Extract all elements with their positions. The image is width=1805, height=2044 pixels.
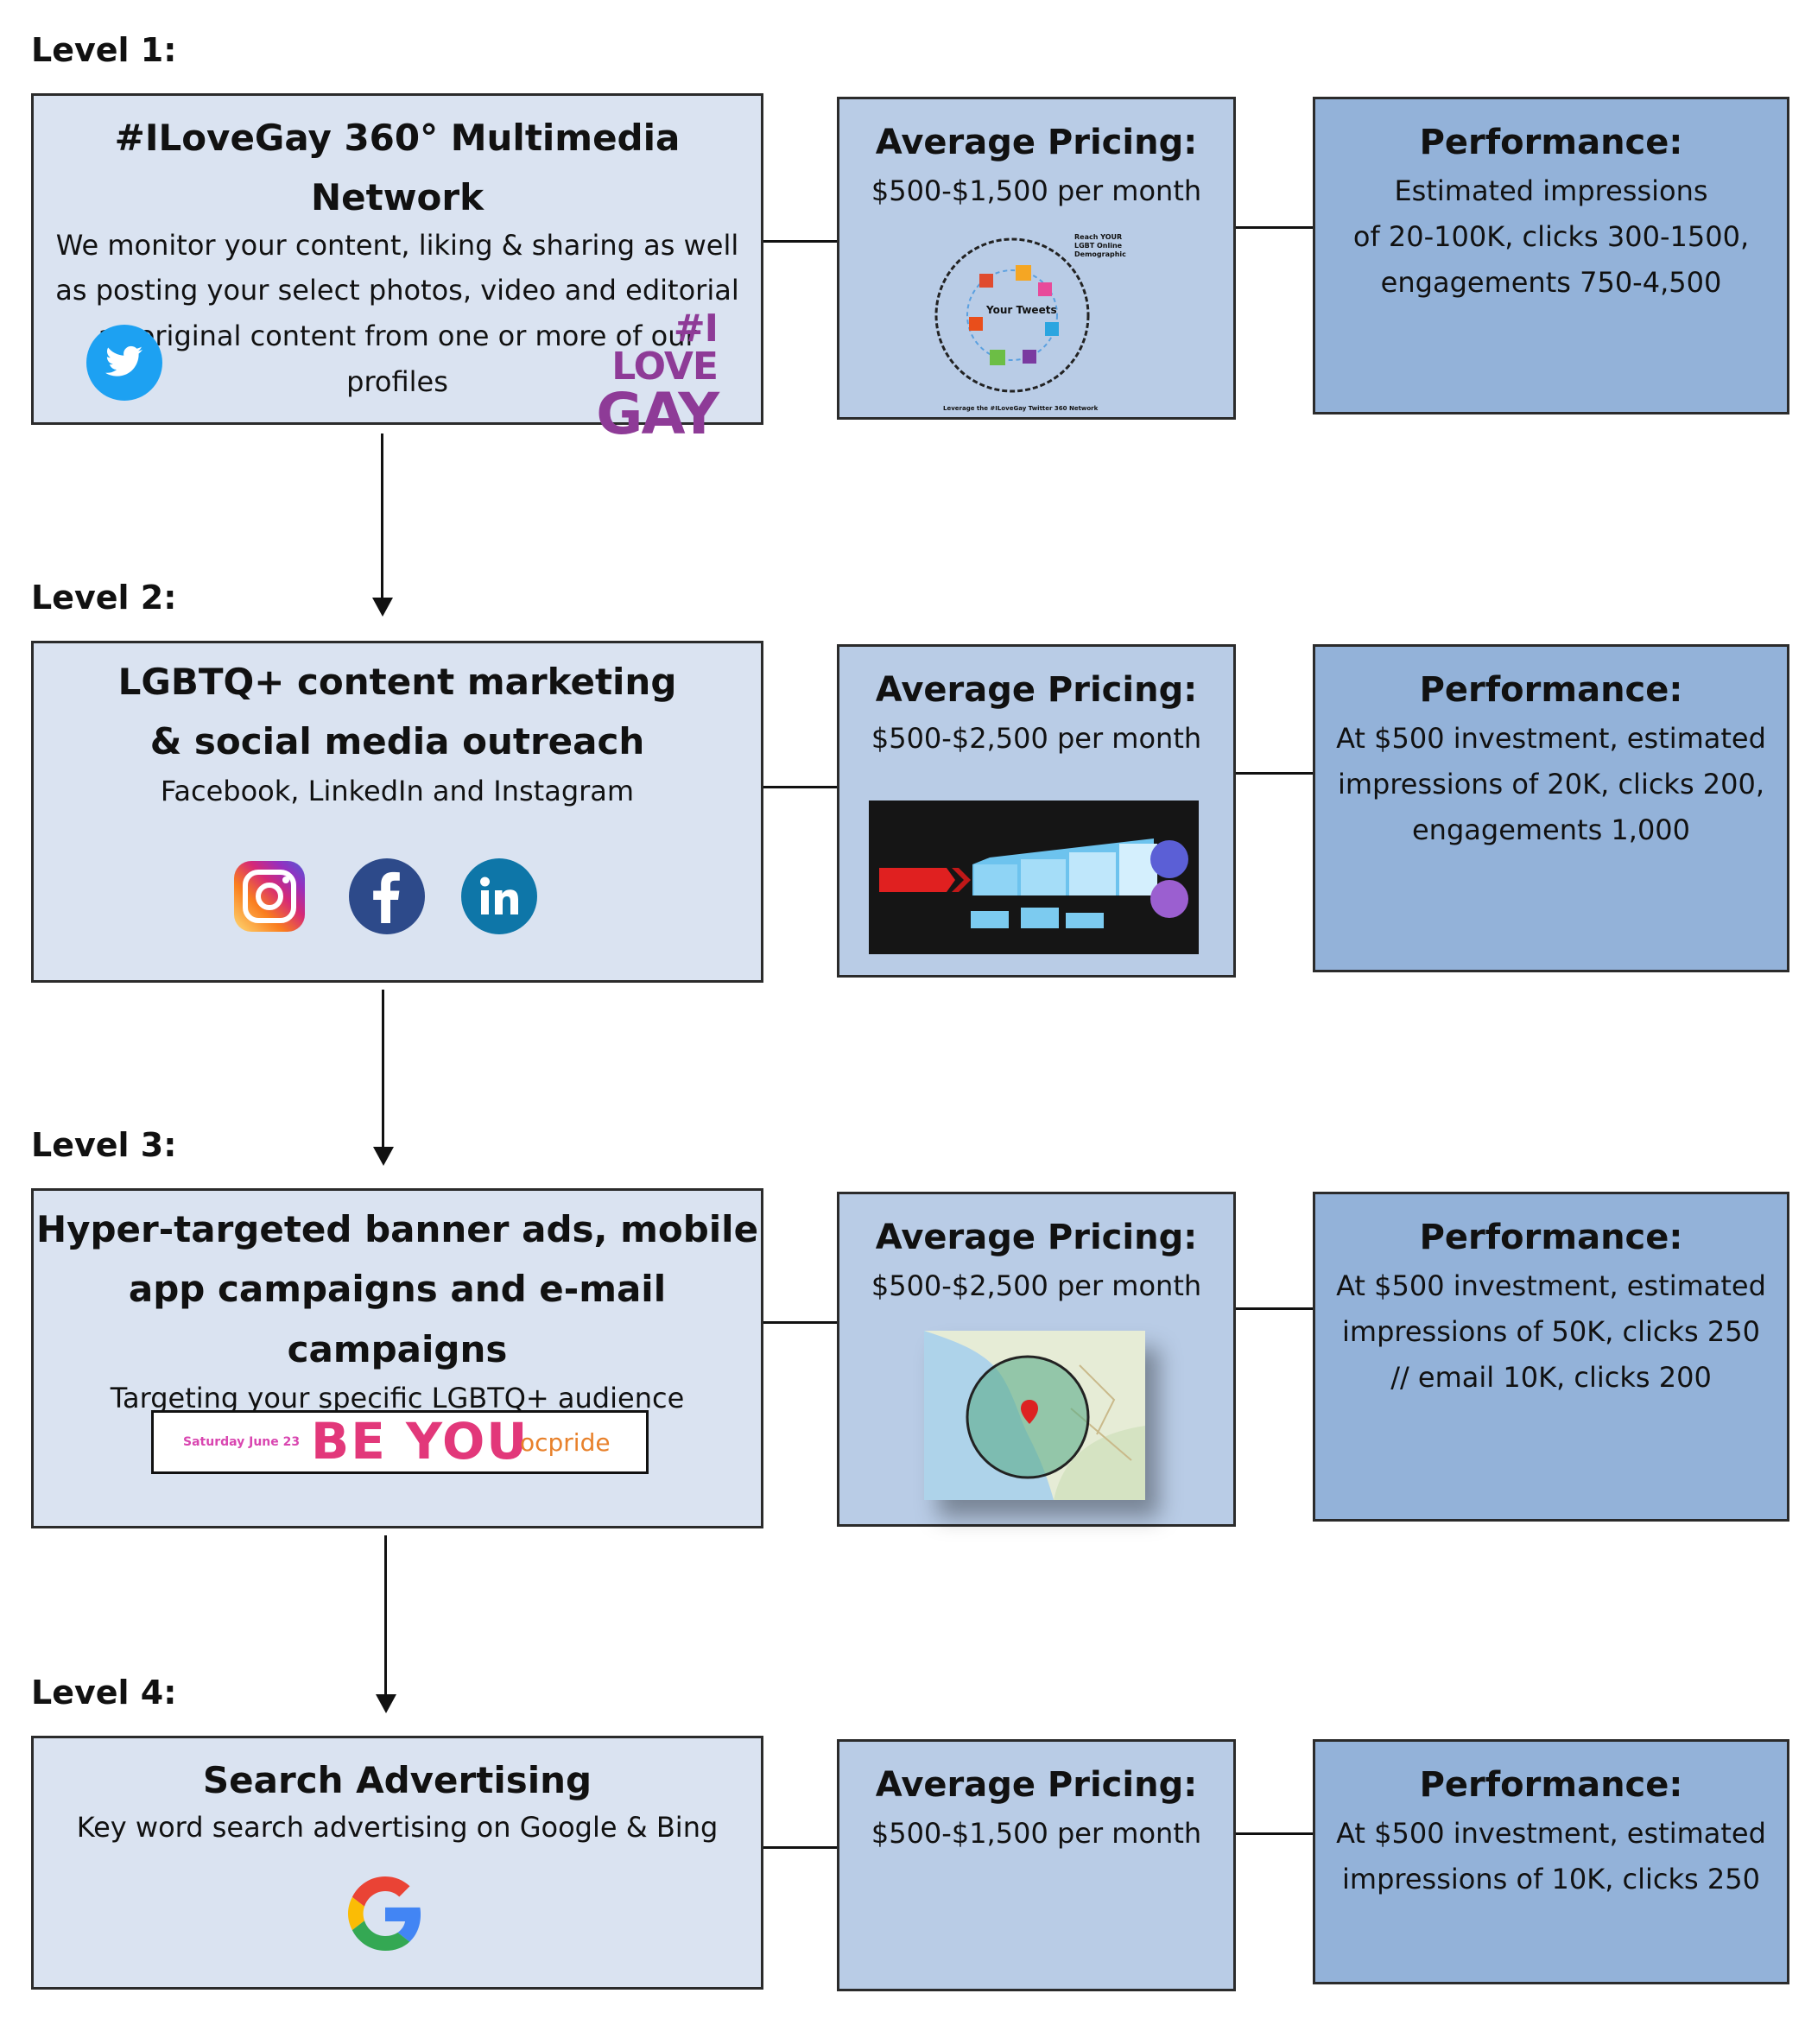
svg-text:Leverage the #ILoveGay Twitter: Leverage the #ILoveGay Twitter 360 Netwo… — [943, 405, 1099, 412]
geo-target-map-image — [924, 1331, 1145, 1500]
level-3-performance-title: Performance: — [1419, 1218, 1683, 1257]
svg-text:Your Tweets: Your Tweets — [985, 304, 1057, 316]
level-4-pricing-box: Average Pricing: $500-$1,500 per month — [837, 1739, 1236, 1991]
level-3-connector-b — [1236, 1307, 1314, 1310]
level-2-title: LGBTQ+ content marketing & social media … — [117, 661, 677, 763]
twitter-network-image: Your Tweets Reach YOUR LGBT Online Demog… — [934, 233, 1126, 412]
svg-text:LGBT Online: LGBT Online — [1074, 242, 1123, 250]
level-3-title: Hyper-targeted banner ads, mobile app ca… — [35, 1208, 759, 1370]
level-3-performance-text: At $500 investment, estimated impression… — [1336, 1269, 1766, 1394]
level-4-title: Search Advertising — [202, 1759, 592, 1801]
level-3-pricing-value: $500-$2,500 per month — [871, 1269, 1202, 1302]
level-1-performance-box: Performance: Estimated impressions of 20… — [1313, 97, 1789, 414]
level-2-performance-title: Performance: — [1419, 670, 1683, 710]
arrow-2-3-line — [382, 990, 384, 1149]
ilovegay-logo: #I LOVE GAY — [596, 307, 719, 447]
level-2-pricing-value: $500-$2,500 per month — [871, 722, 1202, 755]
level-3-main-box: Hyper-targeted banner ads, mobile app ca… — [31, 1188, 763, 1528]
engagement-chart-image — [869, 801, 1199, 954]
arrow-2-3-head — [373, 1147, 394, 1166]
facebook-icon — [349, 858, 425, 934]
level-1-pricing-title: Average Pricing: — [875, 123, 1198, 162]
level-2-connector-b — [1236, 772, 1314, 775]
level-2-performance-box: Performance: At $500 investment, estimat… — [1313, 644, 1789, 972]
level-4-connector-a — [763, 1846, 838, 1849]
level-1-pricing-value: $500-$1,500 per month — [871, 174, 1202, 207]
svg-text:Reach YOUR: Reach YOUR — [1074, 233, 1122, 241]
level-1-connector-a — [763, 240, 838, 243]
level-2-pricing-box: Average Pricing: $500-$2,500 per month — [837, 644, 1236, 978]
level-2-main-box: LGBTQ+ content marketing & social media … — [31, 641, 763, 983]
banner-slogan: BE YOU — [311, 1412, 529, 1471]
level-2-performance-text: At $500 investment, estimated impression… — [1336, 722, 1766, 846]
level-4-label: Level 4: — [31, 1674, 177, 1712]
level-1-performance-text: Estimated impressions of 20-100K, clicks… — [1352, 174, 1750, 299]
oc-pride-banner: Saturday June 23 BE YOU ocpride — [151, 1410, 649, 1474]
arrow-3-4-head — [376, 1694, 396, 1713]
level-1-connector-b — [1236, 226, 1314, 229]
level-3-label: Level 3: — [31, 1126, 177, 1164]
level-3-connector-a — [763, 1321, 838, 1324]
level-4-performance-box: Performance: At $500 investment, estimat… — [1313, 1739, 1789, 1984]
level-4-pricing-value: $500-$1,500 per month — [871, 1817, 1202, 1850]
level-3-pricing-title: Average Pricing: — [875, 1218, 1198, 1257]
level-2-pricing-title: Average Pricing: — [875, 670, 1198, 710]
arrow-3-4-line — [384, 1535, 387, 1696]
level-4-performance-title: Performance: — [1419, 1765, 1683, 1805]
level-3-performance-box: Performance: At $500 investment, estimat… — [1313, 1192, 1789, 1522]
level-2-subtitle: Facebook, LinkedIn and Instagram — [160, 774, 635, 807]
level-2-connector-a — [763, 786, 838, 788]
arrow-1-2-head — [372, 598, 393, 617]
linkedin-icon — [461, 858, 537, 934]
level-1-main-box: #ILoveGay 360° Multimedia Network We mon… — [31, 93, 763, 443]
level-4-performance-text: At $500 investment, estimated impression… — [1336, 1817, 1766, 1895]
level-1-title: #ILoveGay 360° Multimedia Network — [114, 117, 681, 219]
level-4-connector-b — [1236, 1832, 1314, 1835]
instagram-icon — [234, 861, 305, 932]
banner-date: Saturday June 23 — [183, 1435, 301, 1449]
level-3-subtitle: Targeting your specific LGBTQ+ audience — [110, 1381, 685, 1414]
google-icon — [348, 1876, 421, 1951]
twitter-icon — [86, 325, 162, 401]
level-1-performance-title: Performance: — [1419, 123, 1683, 162]
level-1-label: Level 1: — [31, 31, 177, 69]
banner-brand: ocpride — [520, 1428, 611, 1457]
level-2-label: Level 2: — [31, 579, 177, 617]
svg-text:Demographic: Demographic — [1074, 250, 1126, 258]
level-1-pricing-box: Average Pricing: $500-$1,500 per month Y… — [837, 97, 1236, 420]
level-1-description: We monitor your content, liking & sharin… — [55, 228, 739, 398]
level-4-main-box: Search Advertising Key word search adver… — [31, 1736, 763, 1990]
level-3-pricing-box: Average Pricing: $500-$2,500 per month — [837, 1192, 1236, 1527]
level-4-subtitle: Key word search advertising on Google & … — [76, 1811, 719, 1845]
arrow-1-2-line — [381, 433, 383, 599]
level-4-pricing-title: Average Pricing: — [875, 1765, 1198, 1805]
